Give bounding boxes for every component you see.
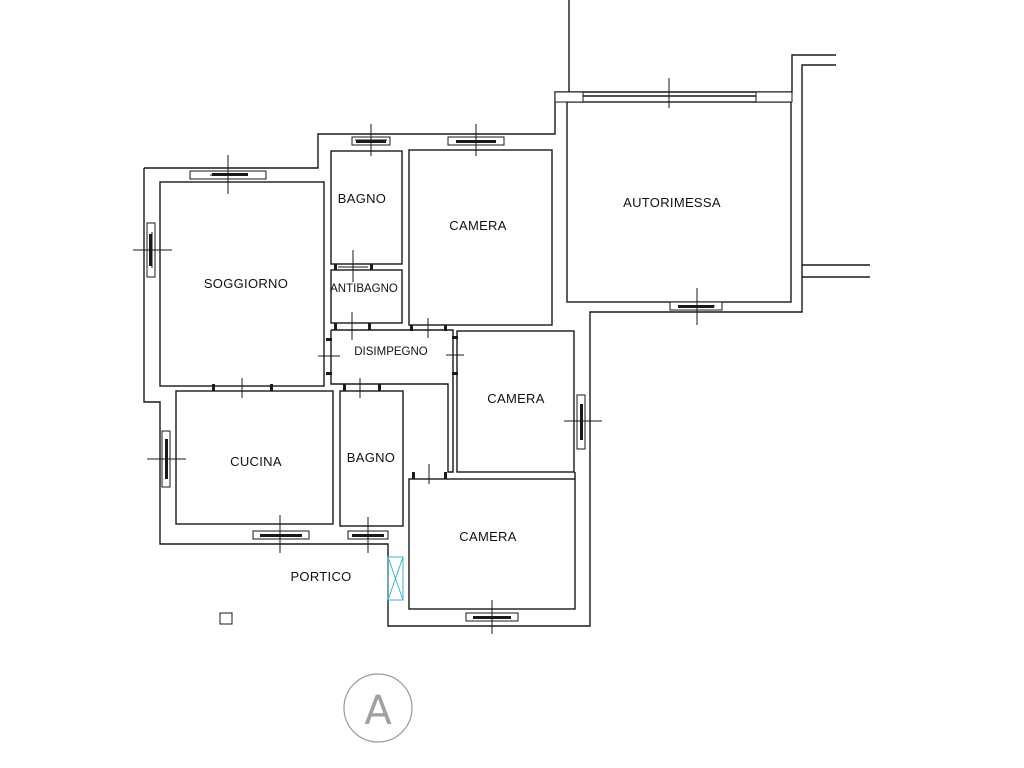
section-marker: A [343, 673, 413, 743]
section-marker-letter: A [364, 688, 392, 734]
portico-cyan-element [387, 556, 404, 601]
room-label-camera-mid: CAMERA [487, 391, 544, 406]
room-label-camera-top: CAMERA [449, 218, 506, 233]
room-label-autorimessa: AUTORIMESSA [623, 195, 721, 210]
door-marks [212, 250, 464, 484]
room-labels: SOGGIORNO BAGNO ANTIBAGNO CAMERA AUTORIM… [204, 191, 721, 584]
room-label-bagno-top: BAGNO [338, 191, 386, 206]
small-square-marker [219, 612, 233, 625]
room-label-camera-bottom: CAMERA [459, 529, 516, 544]
room-label-disimpegno: DISIMPEGNO [354, 346, 428, 358]
room-label-soggiorno: SOGGIORNO [204, 276, 288, 291]
windows [133, 78, 793, 634]
room-label-portico: PORTICO [290, 569, 351, 584]
interior-walls [159, 149, 576, 610]
room-label-cucina: CUCINA [230, 454, 282, 469]
room-label-antibagno: ANTIBAGNO [330, 283, 398, 295]
room-label-bagno-bottom: BAGNO [347, 450, 395, 465]
